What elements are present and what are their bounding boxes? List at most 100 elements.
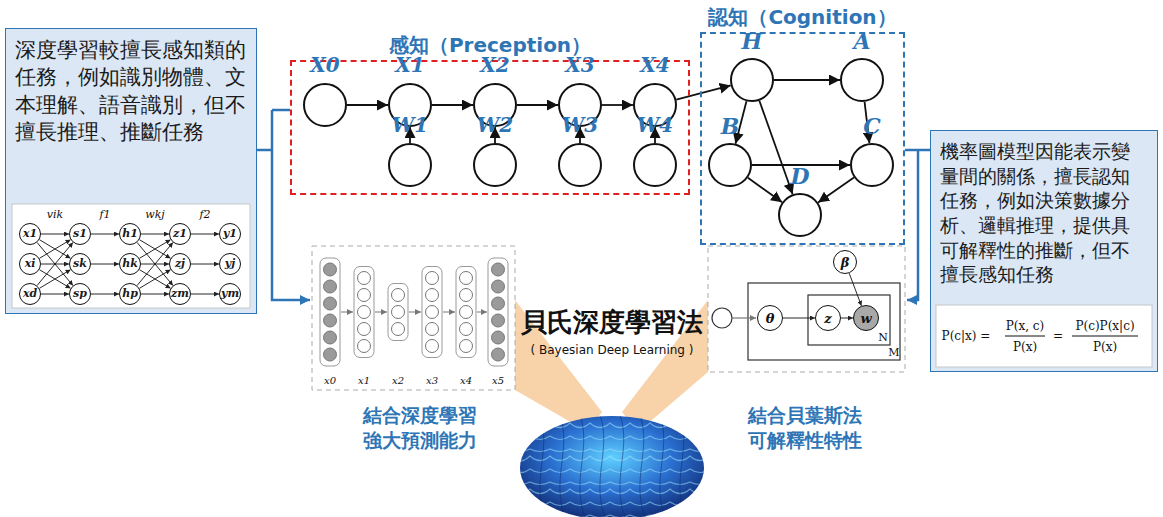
connector-arrow [39, 270, 70, 289]
neuron-circle: hp [119, 283, 141, 305]
connector-arrow [774, 79, 840, 81]
plate-variable: β [833, 250, 857, 274]
connector-arrow [849, 273, 861, 306]
connector-arrow [91, 264, 119, 265]
connector-arrow [783, 318, 815, 319]
node-label: W3 [562, 115, 598, 135]
connector-arrow [41, 234, 69, 235]
variable-node: A [840, 58, 884, 102]
node-label: X0 [310, 55, 339, 75]
variable-node: D [778, 193, 822, 237]
caption-note: 結合深度學習 強大預測能力 [359, 403, 481, 452]
layer-label: x4 [460, 375, 472, 386]
connector-arrow [841, 318, 853, 319]
node-label: D [790, 165, 809, 187]
node-label: s1 [73, 227, 87, 241]
formula-part: P(x) [1093, 340, 1117, 354]
layer-label: x2 [392, 375, 404, 386]
plate-n [808, 295, 890, 345]
plate-variable: θ [757, 305, 783, 331]
node-label: z [824, 312, 831, 325]
formula-part: P(x, c) [1006, 319, 1045, 333]
fraction-bar [1005, 336, 1045, 337]
neuron-circle: z1 [169, 223, 191, 245]
state-node: X0 [303, 83, 347, 127]
node-label: x1 [23, 227, 37, 241]
node-label: yj [225, 257, 235, 271]
formula-part: P(x) [1013, 340, 1037, 354]
connector-arrow [676, 85, 730, 99]
function-label: f2 [199, 208, 210, 221]
layer-label: x1 [358, 375, 370, 386]
network-illustration-box [312, 246, 515, 390]
connector-arrow [139, 240, 170, 259]
connector-arrow [41, 294, 69, 295]
plate-m [748, 283, 900, 360]
callout-box: 深度學習較擅長感知類的任務，例如識別物體、文本理解、語音識別，但不擅長推理、推斷… [5, 28, 257, 314]
connector-arrow [91, 294, 119, 295]
main-title: 貝氏深度學習法 [521, 305, 703, 340]
node-label: β [841, 256, 850, 269]
connector-arrow [517, 104, 558, 106]
node-label: X3 [565, 55, 594, 75]
caption-note: 結合貝葉斯法 可解釋性特性 [744, 403, 866, 452]
node-label: zm [171, 287, 189, 301]
node-label: sk [73, 257, 87, 271]
neuron-circle: hk [119, 253, 141, 275]
node-label: C [863, 115, 881, 137]
layer-label: x3 [426, 375, 438, 386]
connector-arrow [139, 270, 170, 289]
variable-node: H [730, 58, 774, 102]
node-label: xd [23, 287, 37, 301]
neuron-circle: ym [219, 283, 241, 305]
layer-label: x0 [324, 375, 336, 386]
neuron-circle: sk [69, 253, 91, 275]
bracket-line [905, 150, 930, 300]
node-label: ym [221, 287, 239, 301]
callout-ground [5, 28, 257, 314]
neuron-circle: yj [219, 253, 241, 275]
connector-arrow [139, 270, 170, 289]
connector-arrow [39, 270, 70, 289]
connector-arrow [602, 104, 633, 106]
node-label: z1 [173, 227, 187, 241]
input-node: W4 [633, 143, 677, 187]
neuron-circle: x1 [19, 223, 41, 245]
neuron-circle: sp [69, 283, 91, 305]
weight-label: wkj [145, 208, 165, 221]
node-label: hp [122, 287, 138, 301]
cognition-region: 認知（Cognition）HABCD [700, 32, 905, 245]
plate-arrow [732, 317, 756, 318]
connector-arrow [139, 240, 170, 259]
callout-text: 機率圖模型因能表示變量間的關係，擅長認知任務，例如決策數據分析、邏輯推理，提供具… [940, 139, 1148, 287]
neuron-circle: zj [169, 253, 191, 275]
neuron-circle: h1 [119, 223, 141, 245]
connector-arrow [818, 178, 854, 203]
connector-arrow [347, 104, 388, 106]
function-label: f1 [99, 208, 110, 221]
neuron-circle: zm [169, 283, 191, 305]
observed-variable: w [853, 305, 879, 331]
deep-network-figure [320, 258, 508, 366]
connector-arrow [141, 294, 169, 295]
input-node: W2 [473, 143, 517, 187]
layer-label: x5 [492, 375, 504, 386]
connector-arrow [141, 234, 169, 235]
node-label: W1 [392, 115, 428, 135]
connector-arrow [39, 240, 70, 259]
connector-arrow [91, 234, 119, 235]
plate-label: M [888, 346, 899, 359]
plate-illustration-box [708, 246, 905, 372]
node-label: W2 [477, 115, 513, 135]
callout-ground [930, 130, 1158, 372]
network-panel [12, 204, 250, 308]
neuron-circle: xd [19, 283, 41, 305]
node-label: sp [73, 287, 87, 301]
node-label: h1 [122, 227, 138, 241]
connector-arrow [759, 101, 792, 195]
node-label: zj [175, 257, 185, 271]
neuron-circle: y1 [219, 223, 241, 245]
node-label: X2 [480, 55, 509, 75]
